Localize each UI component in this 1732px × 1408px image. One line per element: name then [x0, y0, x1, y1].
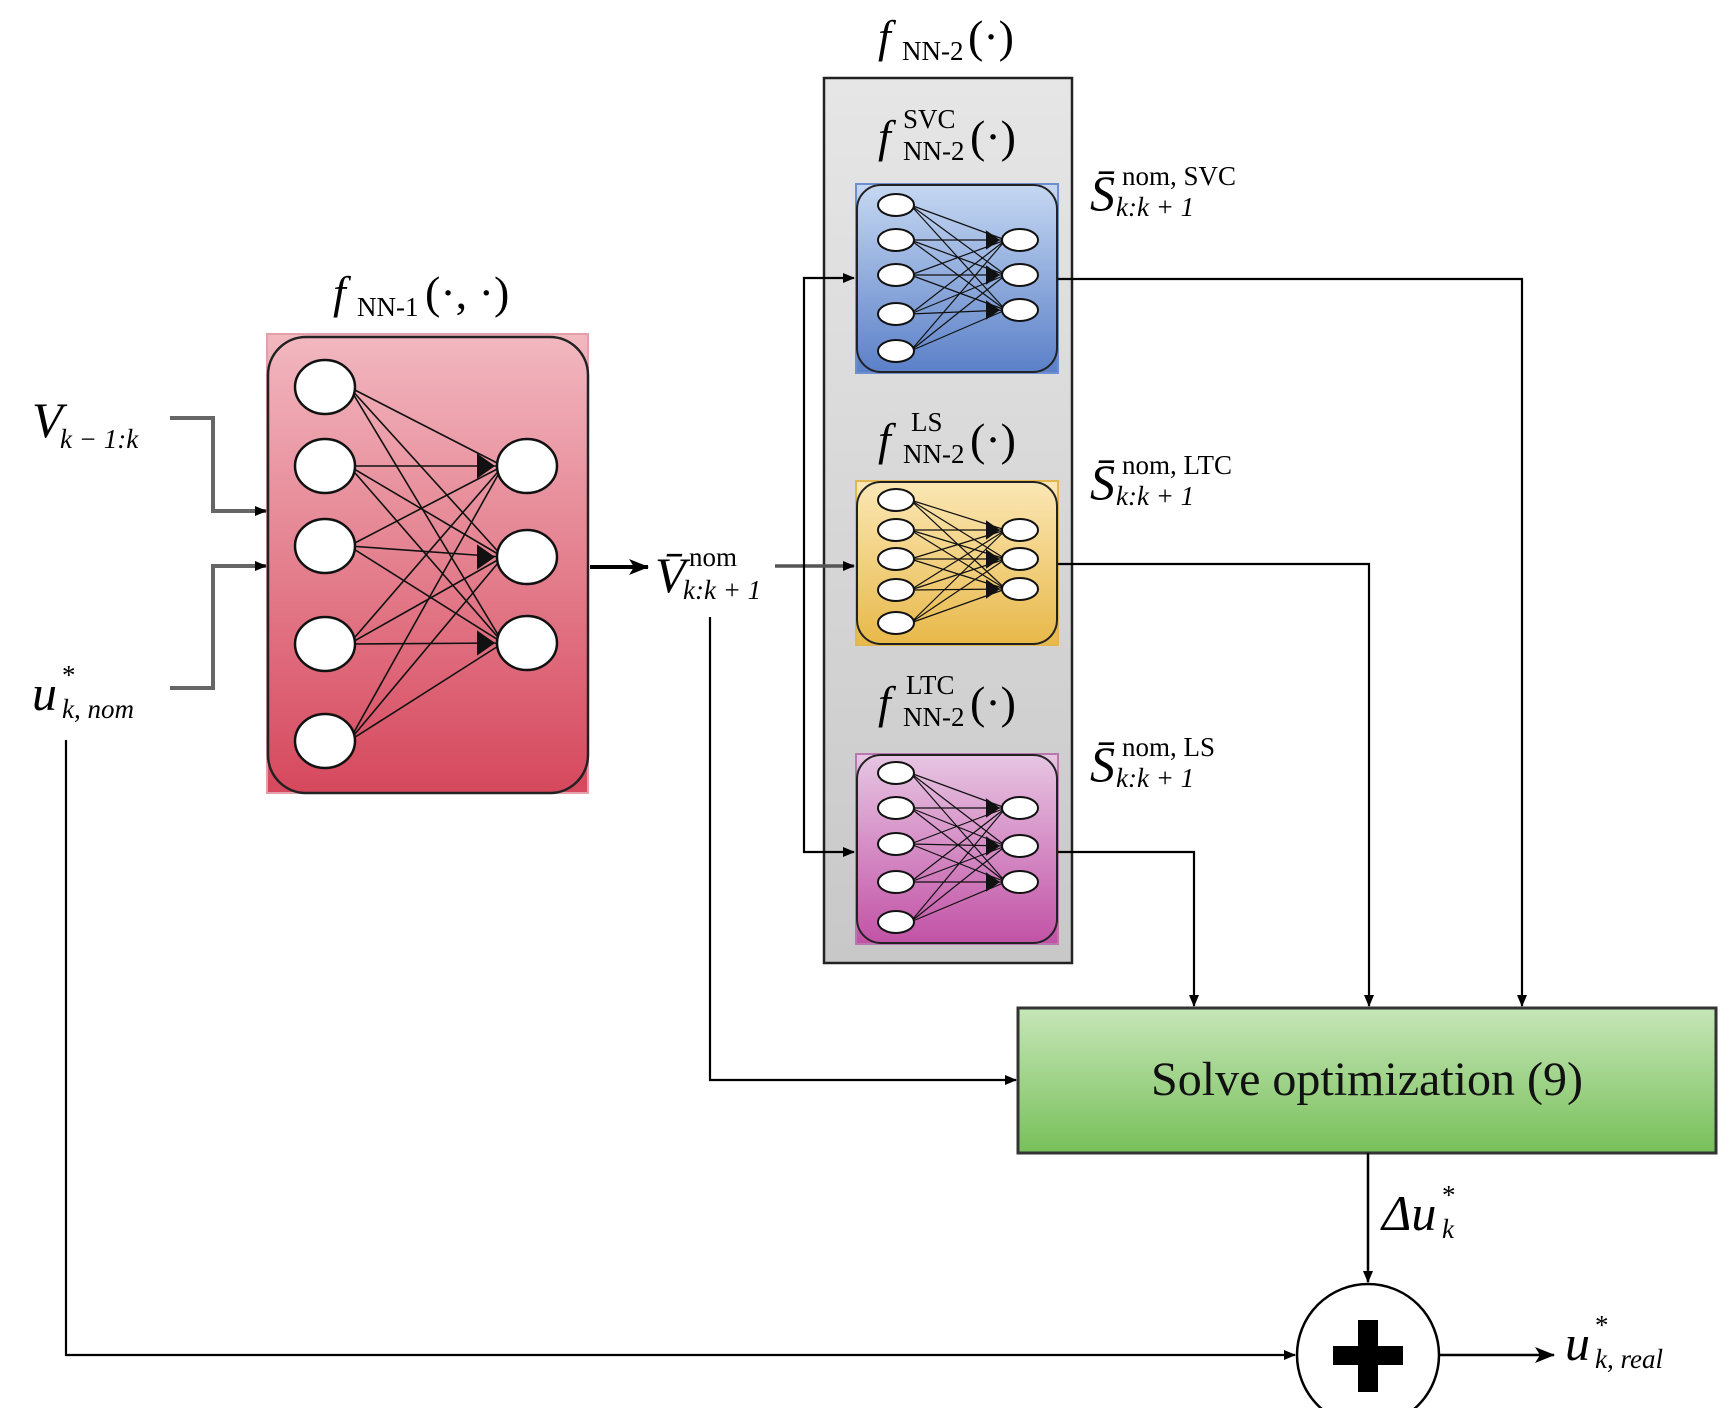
- nn1-block: [266, 333, 590, 795]
- ls-block: [855, 480, 1059, 646]
- solve-optimization-box: [1016, 1006, 1718, 1155]
- svc-title: f SVC NN-2 (·): [878, 104, 1016, 166]
- ls-net-input-node: [877, 518, 915, 542]
- vnom-to-svc-arrow: [802, 273, 855, 566]
- nn1-net-input-node: [293, 615, 357, 673]
- svc-net-input-node: [877, 263, 915, 287]
- ltc-net-input-node: [877, 832, 915, 856]
- ls-net-output-node: [1001, 547, 1039, 571]
- svc-net-output-node: [1001, 228, 1039, 252]
- ls-net-output-node: [1001, 518, 1039, 542]
- nn1-net-output-node: [495, 437, 559, 495]
- ls-net-output-node: [1001, 577, 1039, 601]
- s-svc-label: S̄ nom, SVC k:k + 1: [1090, 161, 1237, 222]
- svc-network-graph: [877, 193, 1039, 363]
- u-input-label: u * k, nom: [32, 660, 134, 724]
- ltc-net-arrowheads: [986, 798, 1000, 892]
- svc-frame: [856, 184, 1058, 373]
- ltc-net-input-node: [877, 796, 915, 820]
- s-ltc-label: S̄ nom, LTC k:k + 1: [1090, 450, 1233, 511]
- nn1-net-arrowheads: [477, 453, 495, 656]
- ltc-net-input-node: [877, 761, 915, 785]
- v-input-connector: [170, 416, 267, 516]
- svc-net-input-node: [877, 193, 915, 217]
- ltc-block: [855, 753, 1059, 945]
- svc-net-output-node: [1001, 298, 1039, 322]
- ls-net-input-node: [877, 611, 915, 635]
- ls-network-graph: [877, 488, 1039, 635]
- svc-net-input-node: [877, 228, 915, 252]
- u-real-label: u * k, real: [1565, 1310, 1663, 1374]
- vnom-to-solve-arrow: [708, 617, 1017, 1085]
- connectors: [64, 273, 1555, 1363]
- sum-junction: [1295, 1282, 1441, 1408]
- ls-net-arrowheads: [986, 520, 1000, 599]
- svc-net-output-node: [1001, 263, 1039, 287]
- nn2-title: f NN-2 (·): [878, 11, 1014, 66]
- ls-to-solve-arrow: [1058, 562, 1374, 1007]
- svc-net-arrowheads: [986, 230, 1000, 320]
- nn1-network-graph: [293, 358, 559, 770]
- svc-to-solve-arrow: [1058, 277, 1527, 1007]
- svc-block: [855, 183, 1059, 374]
- ltc-net-output-node: [1001, 870, 1039, 894]
- nn1-net-input-node: [293, 358, 357, 416]
- ltc-net-output-node: [1001, 796, 1039, 820]
- ltc-frame: [856, 754, 1058, 944]
- ls-title: f LS NN-2 (·): [878, 407, 1016, 469]
- ltc-title: f LTC NN-2 (·): [878, 670, 1016, 732]
- ls-net-input-node: [877, 488, 915, 512]
- ltc-to-solve-arrow: [1058, 850, 1199, 1007]
- delta-u-label: Δu * k: [1382, 1180, 1456, 1244]
- u-input-connector: [170, 561, 267, 690]
- nn1-title: f NN-1 (·, ·): [333, 267, 510, 322]
- ltc-net-input-node: [877, 870, 915, 894]
- nn1-frame: [266, 335, 590, 795]
- ls-net-edges: [909, 499, 1007, 624]
- plus-icon-vertical: [1358, 1320, 1378, 1392]
- s-ls-label: S̄ nom, LS k:k + 1: [1090, 732, 1216, 793]
- nn2-panel: [822, 76, 1074, 965]
- ltc-net-edges: [909, 772, 1007, 923]
- ltc-net-input-node: [877, 910, 915, 934]
- ls-frame: [856, 481, 1058, 645]
- ltc-net-output-node: [1001, 834, 1039, 858]
- ls-net-input-node: [877, 547, 915, 571]
- nn1-net-input-node: [293, 437, 357, 495]
- svc-net-input-node: [877, 302, 915, 326]
- vnom-to-ltc-arrow: [802, 566, 855, 857]
- nn1-net-input-node: [293, 517, 357, 575]
- svc-net-input-node: [877, 339, 915, 363]
- v-nom-label: V̄ nom k:k + 1: [655, 542, 762, 605]
- ltc-network-graph: [877, 761, 1039, 934]
- u-nom-to-sum-arrow: [64, 740, 1296, 1360]
- ls-net-input-node: [877, 578, 915, 602]
- solve-optimization-label: Solve optimization (9): [1151, 1053, 1583, 1106]
- nn1-net-output-node: [495, 614, 559, 672]
- nn1-net-output-node: [495, 528, 559, 586]
- nn1-net-input-node: [293, 712, 357, 770]
- v-input-label: V k − 1:k: [32, 392, 139, 454]
